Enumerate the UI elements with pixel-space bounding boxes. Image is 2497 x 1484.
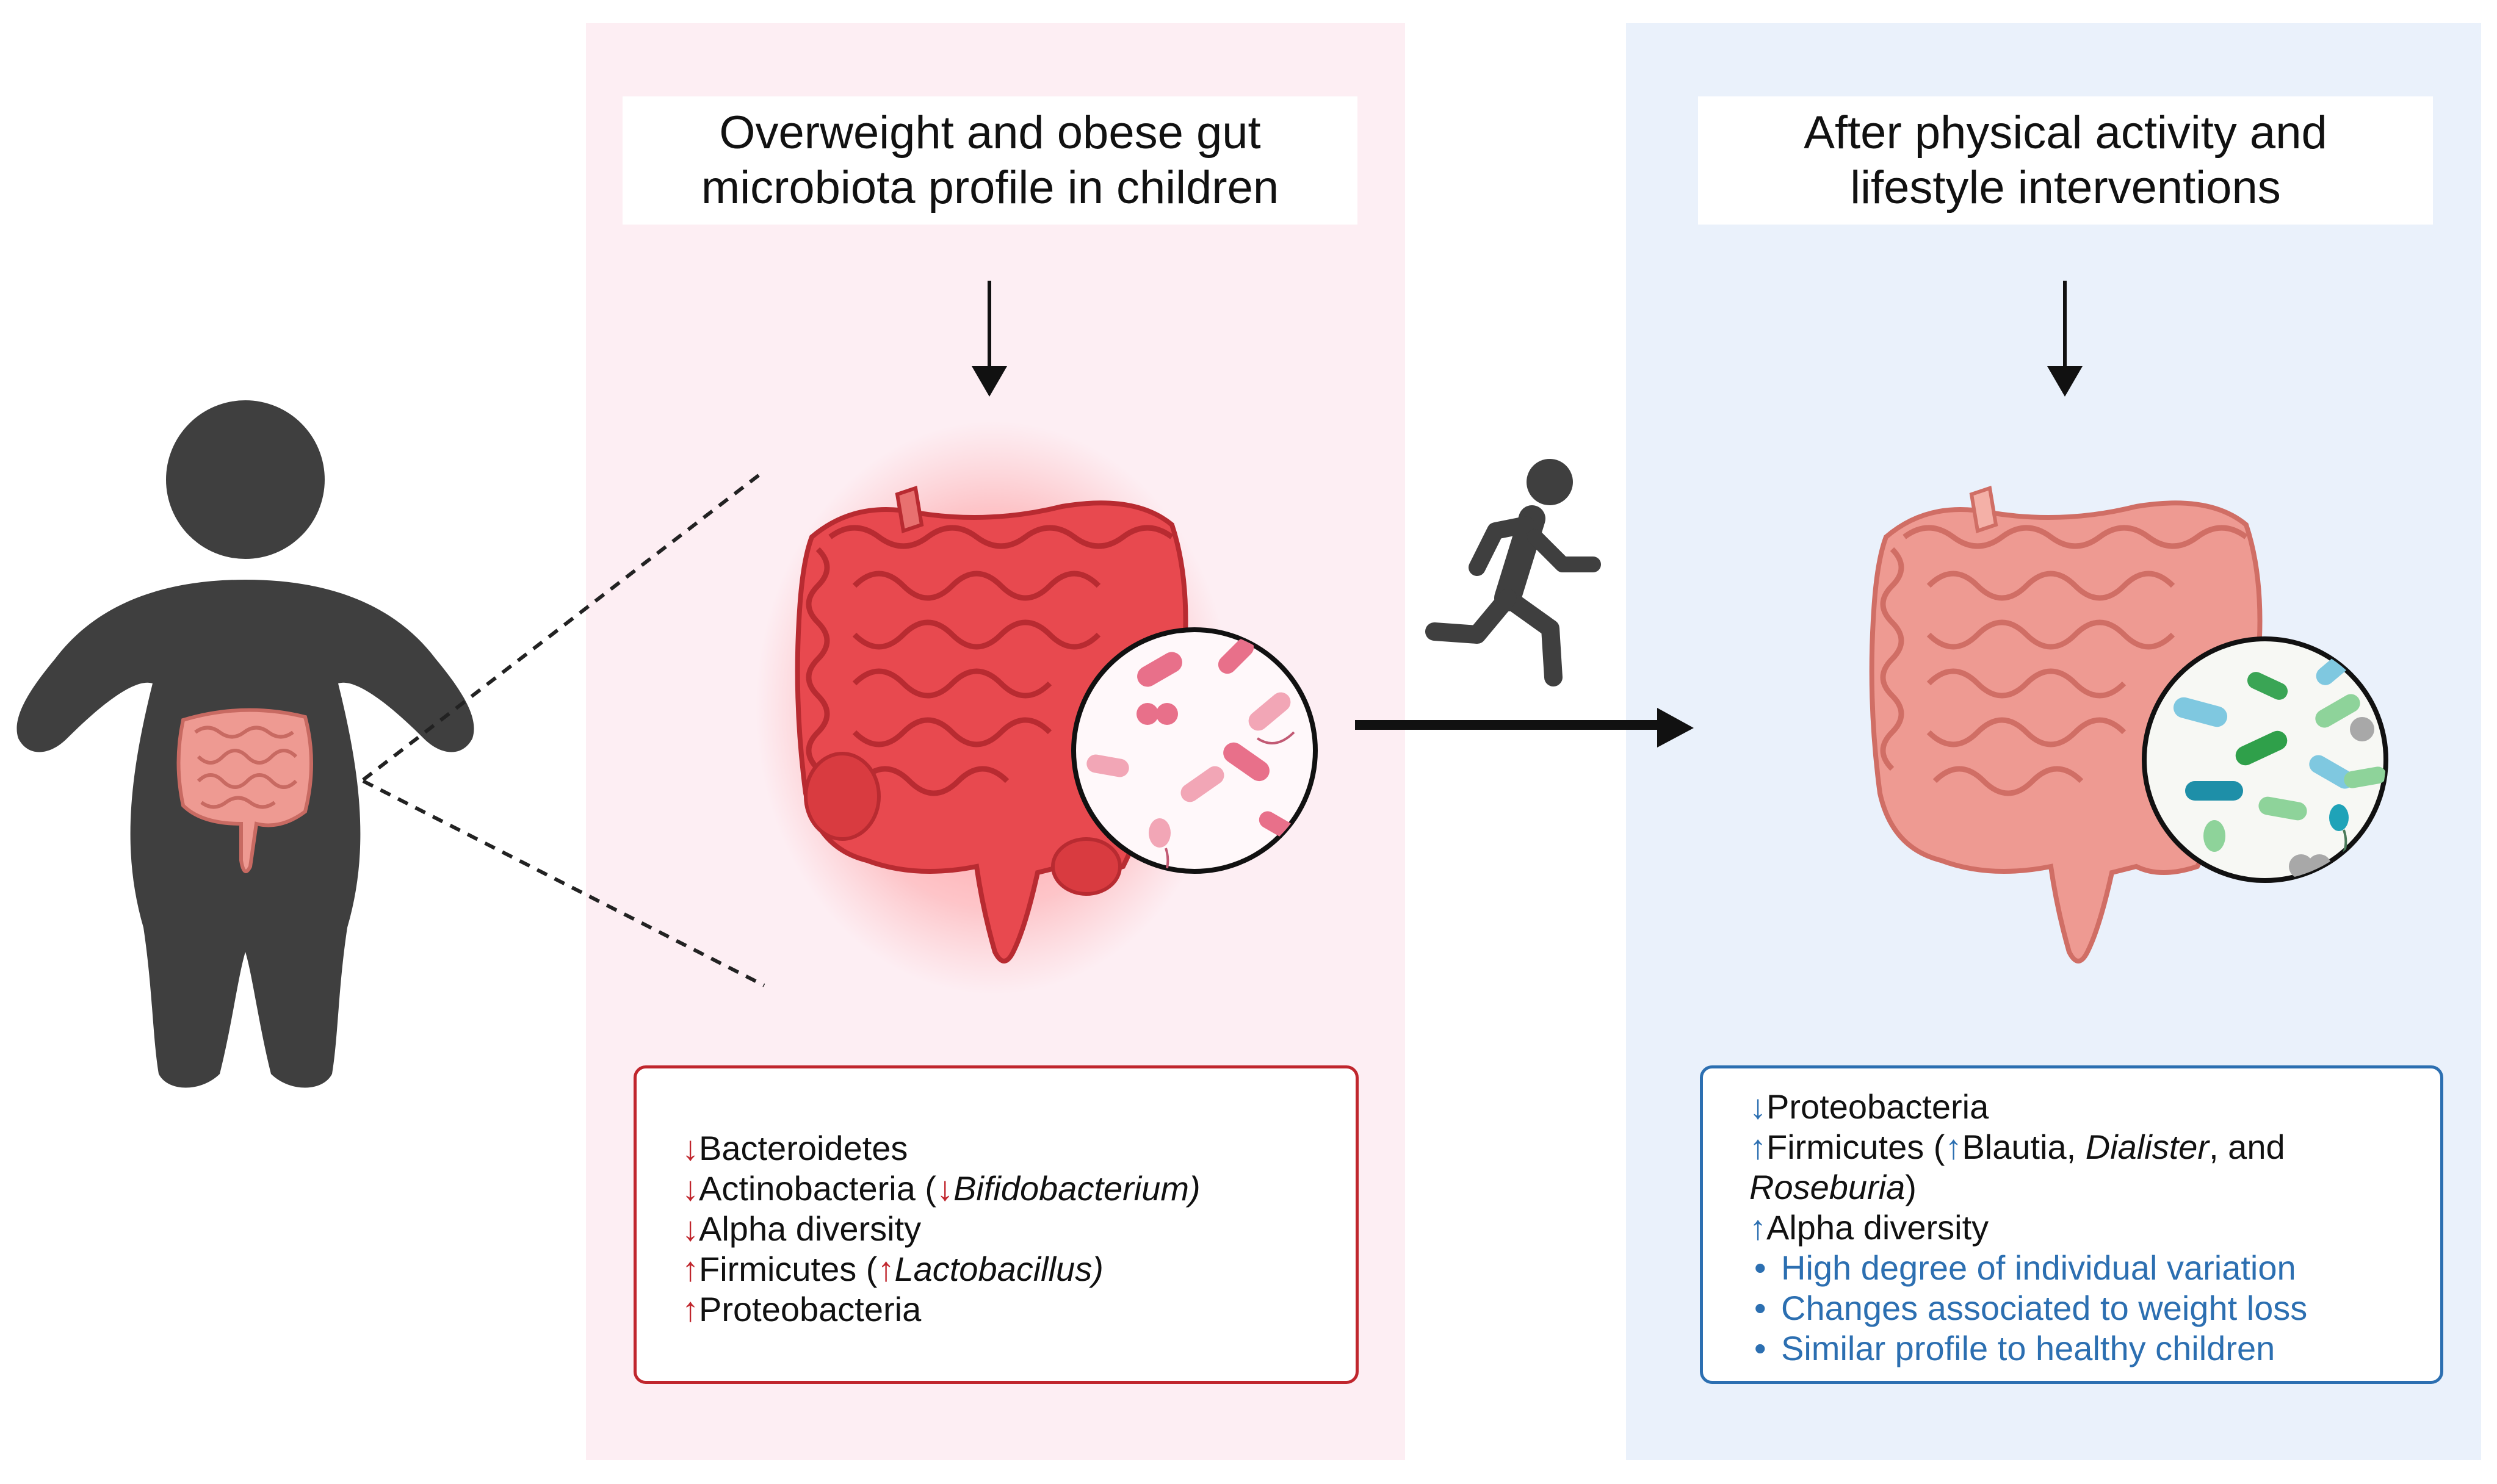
- intervention-title-line-2: lifestyle interventions: [1850, 162, 2281, 214]
- bullet-individual-variation: •High degree of individual variation: [1754, 1248, 2296, 1287]
- small-gut-icon: [176, 708, 313, 873]
- finding-alpha-diversity: ↓Alpha diversity: [682, 1209, 922, 1248]
- bullet-weight-loss: •Changes associated to weight loss: [1754, 1289, 2308, 1327]
- finding-proteobacteria: ↑Proteobacteria: [682, 1290, 922, 1328]
- zoom-line-lower: [362, 779, 765, 987]
- bacteria-magnifier-icon-left: [1071, 627, 1318, 874]
- bacteria-magnifier-icon-right: [2142, 636, 2388, 883]
- bullet-healthy-profile: •Similar profile to healthy children: [1754, 1329, 2275, 1367]
- obese-profile-title: Overweight and obese gut microbiota prof…: [623, 96, 1357, 225]
- finding-bacteroidetes: ↓Bacteroidetes: [682, 1129, 908, 1167]
- finding-roseburia: Roseburia): [1749, 1168, 1917, 1206]
- finding-proteobacteria-right: ↓Proteobacteria: [1749, 1087, 1989, 1126]
- intervention-title-line-1: After physical activity and: [1804, 107, 2327, 159]
- child-silhouette-icon: [16, 400, 474, 1088]
- running-person-icon: [1425, 459, 1601, 686]
- obese-findings-box: ↓Bacteroidetes ↓Actinobacteria (↓Bifidob…: [634, 1065, 1359, 1384]
- inflamed-gut-icon: [756, 421, 1232, 995]
- obese-title-line-1: Overweight and obese gut: [719, 107, 1261, 159]
- intervention-arrow: [1355, 708, 1694, 747]
- finding-alpha-diversity-right: ↑Alpha diversity: [1749, 1208, 1989, 1247]
- intervention-title: After physical activity and lifestyle in…: [1698, 96, 2433, 225]
- zoom-line-upper: [362, 469, 765, 782]
- finding-actinobacteria: ↓Actinobacteria (↓Bifidobacterium): [682, 1169, 1201, 1208]
- finding-firmicutes-right: ↑Firmicutes (↑Blautia, Dialister, and: [1749, 1128, 2285, 1166]
- obese-title-line-2: microbiota profile in children: [701, 162, 1279, 214]
- finding-firmicutes: ↑Firmicutes (↑Lactobacillus): [682, 1250, 1104, 1288]
- intervention-findings-box: ↓Proteobacteria ↑Firmicutes (↑Blautia, D…: [1700, 1065, 2443, 1384]
- healthy-gut-icon: [1869, 486, 2263, 964]
